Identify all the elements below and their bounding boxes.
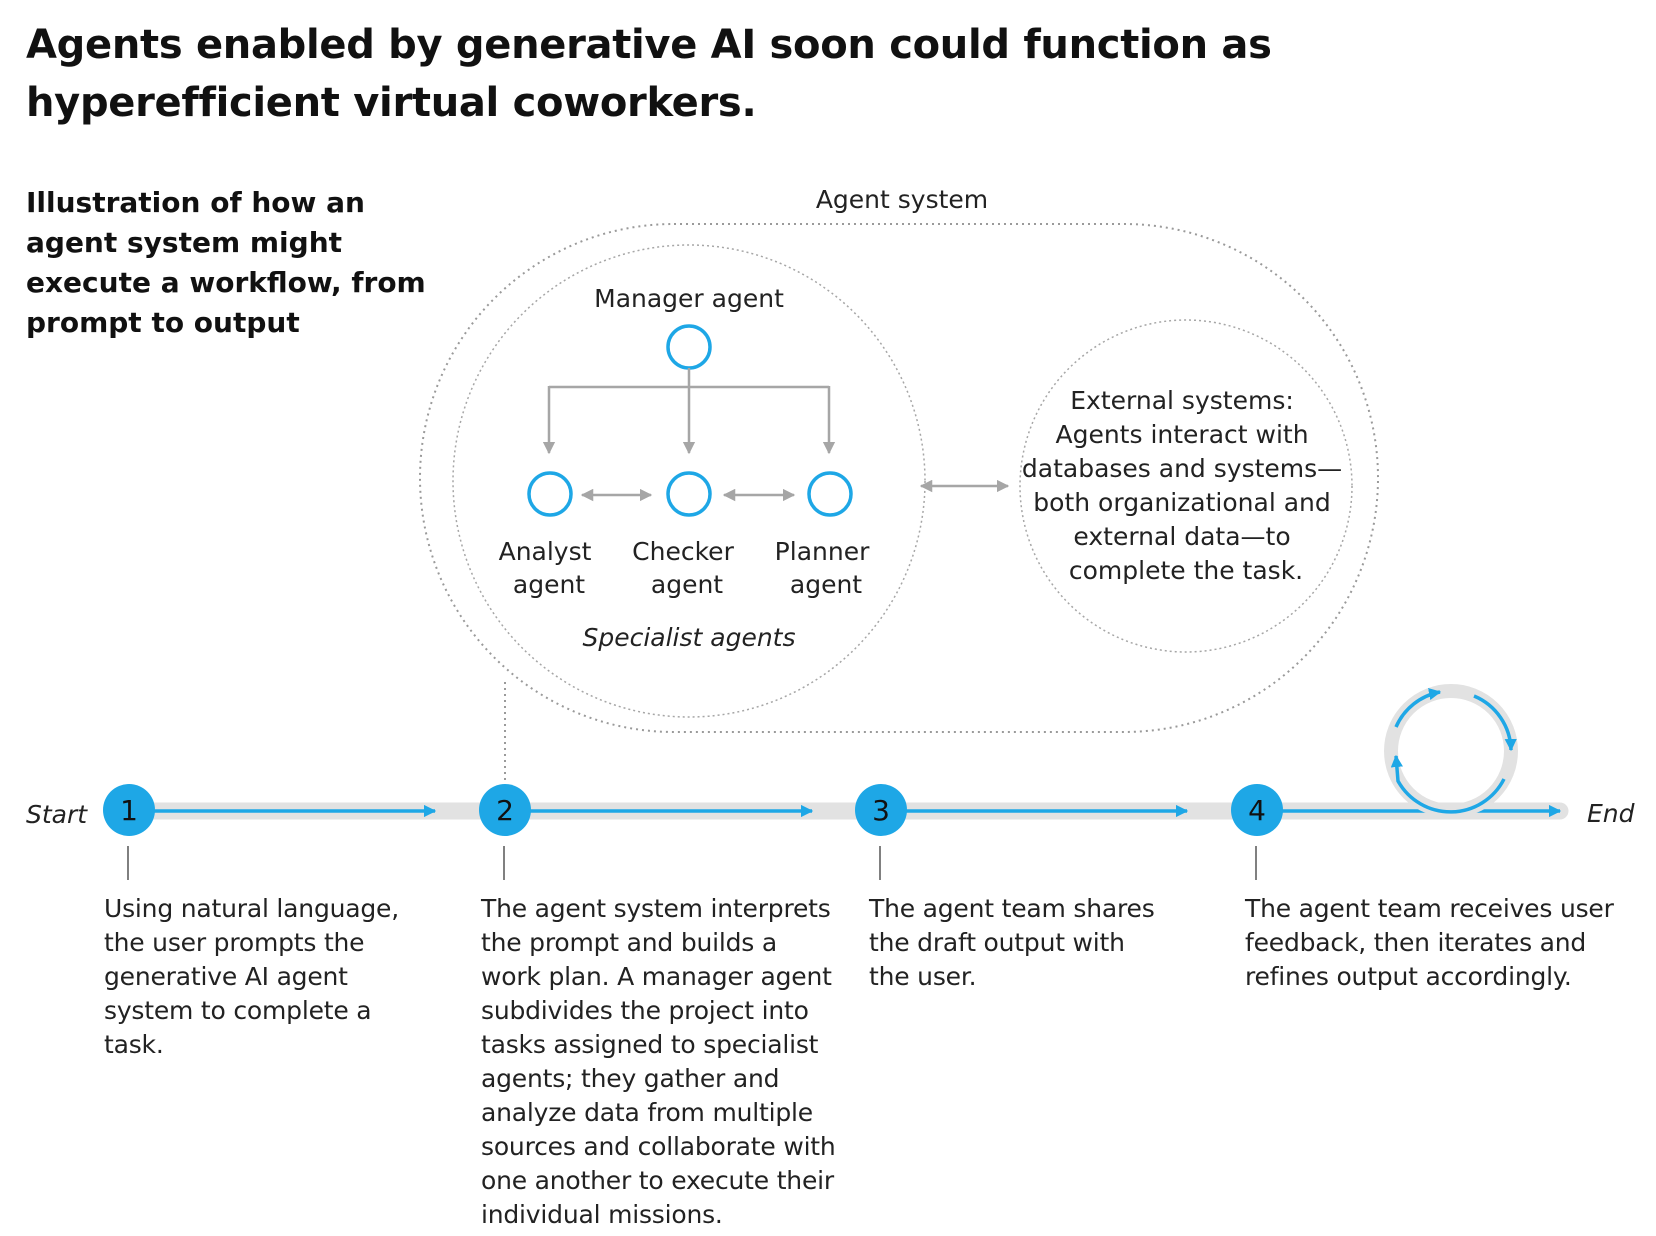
end-label: End: [1587, 799, 1635, 828]
step-1-node: 1: [103, 784, 155, 836]
step-3-description: The agent team shares the draft output w…: [869, 894, 1155, 991]
manager-agent-label: Manager agent: [594, 284, 784, 313]
external-systems-text: External systems: Agents interact with d…: [1022, 386, 1350, 585]
step-2-description: The agent system interprets the prompt a…: [481, 894, 836, 1229]
agent-system-label: Agent system: [816, 185, 988, 214]
iteration-loop-icon: [1384, 684, 1518, 818]
planner-agent-node: [807, 471, 853, 517]
planner-agent-label: Planner agent: [775, 537, 878, 599]
diagram-subtitle: Illustration of how an agent system migh…: [26, 186, 426, 339]
step-2-node: 2: [479, 784, 531, 836]
step-3-node: 3: [855, 784, 907, 836]
external-systems-circle: [1019, 319, 1353, 653]
start-label: Start: [26, 800, 88, 829]
step-2-number: 2: [496, 794, 514, 827]
analyst-agent-label: Analyst agent: [499, 537, 600, 599]
analyst-agent-node: [527, 471, 573, 517]
manager-to-specialists-lines: [542, 368, 836, 455]
step-4-number: 4: [1248, 794, 1266, 827]
manager-agent-node: [666, 324, 712, 370]
page-title: Agents enabled by generative AI soon cou…: [26, 22, 1272, 126]
step-4-node: 4: [1231, 784, 1283, 836]
specialist-agents-label: Specialist agents: [582, 623, 795, 652]
checker-agent-label: Checker agent: [632, 537, 742, 599]
step-1-number: 1: [120, 794, 138, 827]
step-3-number: 3: [872, 794, 890, 827]
step-4-description: The agent team receives user feedback, t…: [1245, 894, 1614, 991]
step-1-description: Using natural language, the user prompts…: [104, 894, 399, 1059]
checker-agent-node: [666, 471, 712, 517]
